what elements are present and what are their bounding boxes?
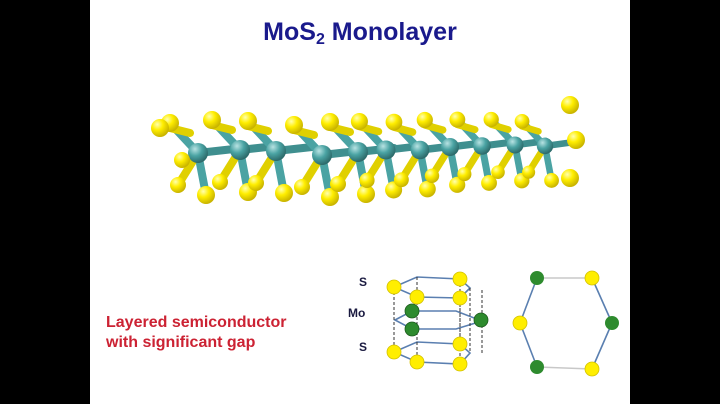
- sulfur-atom: [321, 188, 339, 206]
- molybdenum-atom: [188, 143, 208, 163]
- slide-title: MoS2 Monolayer: [263, 18, 457, 48]
- sulfur-atom: [522, 165, 536, 179]
- sulfur-atom: [357, 185, 375, 203]
- sulfur-atom: [350, 112, 368, 131]
- layer-label-top-sulfur: S: [359, 275, 368, 289]
- note-line-2: with significant gap: [106, 334, 256, 351]
- molybdenum-atom: [348, 142, 368, 162]
- note-line-1: Layered semiconductor: [106, 314, 287, 331]
- sulfur-atom: [424, 168, 440, 183]
- sulfur-atom: [416, 111, 433, 129]
- molybdenum-atom: [506, 136, 524, 154]
- sulfur-atom: [567, 131, 585, 149]
- sulfur-atom: [203, 111, 221, 129]
- sulfur-atom: [419, 180, 436, 198]
- sulfur-atom: [544, 173, 559, 188]
- note-text: Layered semiconductor with significant g…: [106, 313, 287, 353]
- sulfur-atom: [393, 172, 409, 188]
- sulfur-atom: [481, 175, 497, 191]
- layer-label-bottom-sulfur: S: [359, 340, 368, 354]
- sulfur-atom: [457, 167, 472, 182]
- sulfur-atom: [285, 116, 303, 134]
- sulfur-atom: [212, 174, 228, 190]
- molybdenum-atom: [473, 137, 491, 155]
- molybdenum-atom: [441, 138, 459, 156]
- sulfur-atom: [483, 111, 499, 128]
- sulfur-atom: [275, 184, 293, 202]
- molybdenum-atom: [376, 140, 396, 160]
- sulfur-atom: [321, 113, 339, 131]
- layer-label-molybdenum: Mo: [348, 306, 366, 320]
- molybdenum-atom: [312, 145, 332, 165]
- hexagonal-ring-top-view: [512, 270, 619, 377]
- molybdenum-atom: [230, 140, 250, 160]
- molybdenum-atom: [410, 140, 430, 160]
- sulfur-atom: [330, 176, 346, 192]
- sulfur-atom: [294, 179, 310, 195]
- sulfur-atom: [359, 172, 375, 188]
- sulfur-atom: [514, 114, 530, 129]
- sulfur-atom: [385, 113, 403, 131]
- sulfur-atom: [174, 152, 190, 168]
- sulfur-atom: [491, 165, 505, 179]
- molybdenum-atom: [536, 137, 554, 155]
- sulfur-atom: [449, 111, 466, 128]
- sulfur-atom: [239, 112, 257, 130]
- sulfur-atom: [170, 177, 186, 193]
- sulfur-atom: [561, 96, 579, 114]
- sulfur-atom: [197, 186, 215, 204]
- sulfur-atom: [248, 175, 264, 191]
- trigonal-prismatic-unit-cell: [386, 271, 489, 372]
- sulfur-atom: [561, 169, 579, 187]
- mos2-ball-and-stick-model: [151, 96, 585, 206]
- sulfur-atom: [151, 119, 169, 137]
- sulfur-atom: [449, 176, 466, 193]
- slide: MoS2 Monolayer S Mo S: [90, 0, 630, 404]
- molybdenum-atom: [266, 141, 286, 161]
